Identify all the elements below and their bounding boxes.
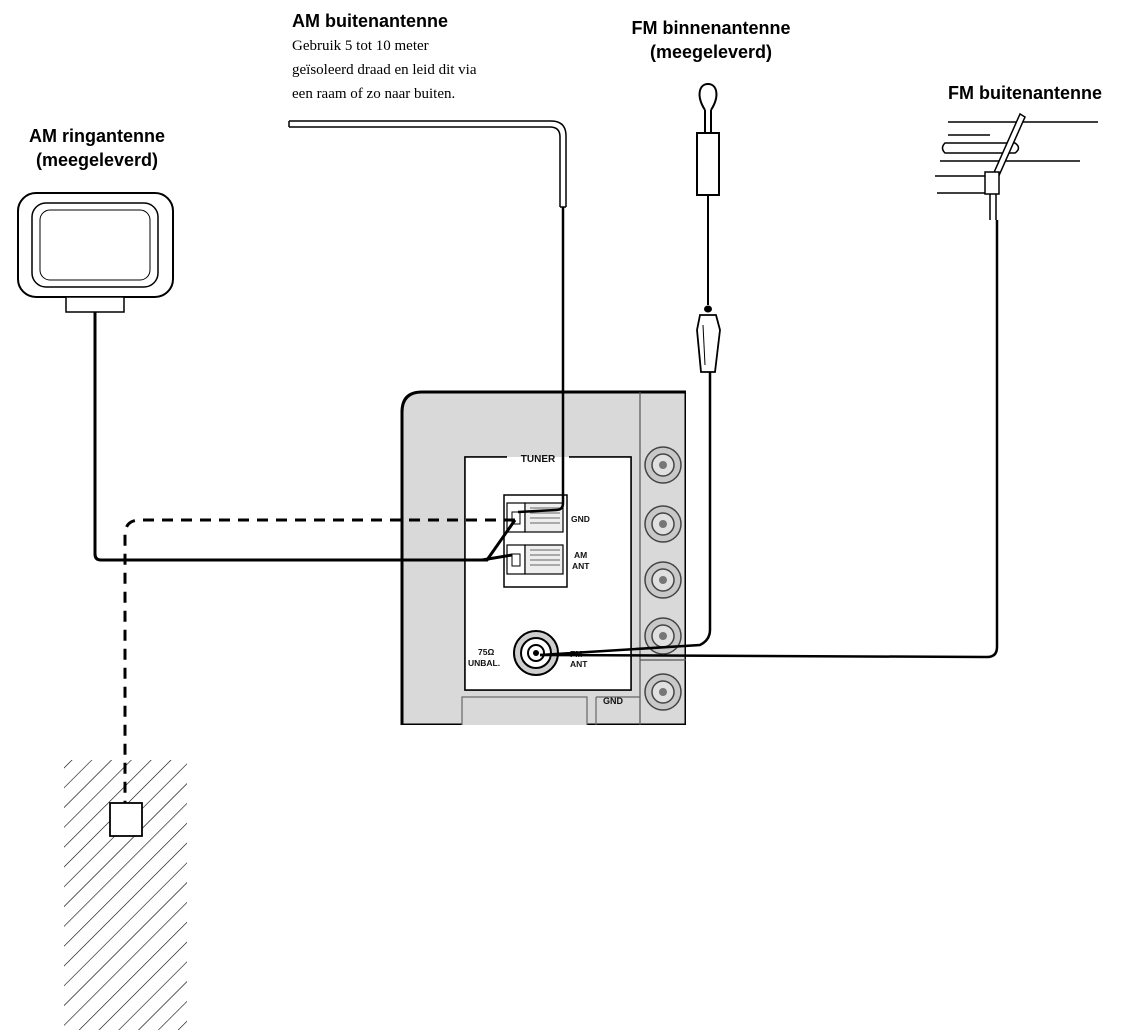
am-loop-antenna bbox=[17, 192, 174, 313]
impedance-label-line2: UNBAL. bbox=[468, 658, 500, 668]
rca-jack bbox=[644, 446, 682, 484]
gnd-label-lower: GND bbox=[603, 696, 624, 706]
tuner-label: TUNER bbox=[521, 454, 556, 465]
am-loop-wire-2 bbox=[481, 553, 513, 562]
fm-coax-jack bbox=[513, 630, 559, 676]
ground-wire-dashed bbox=[123, 518, 515, 803]
fm-indoor-antenna bbox=[539, 82, 721, 657]
rca-jack-column bbox=[639, 392, 686, 725]
am-ant-label-line1: AM bbox=[574, 550, 587, 560]
impedance-label-line1: 75Ω bbox=[478, 647, 494, 657]
fm-indoor-title-line2: (meegeleverd) bbox=[650, 42, 772, 62]
rca-jack bbox=[644, 617, 682, 655]
am-outdoor-desc-line2: geïsoleerd draad en leid dit via bbox=[292, 62, 477, 78]
tuner-section: TUNER GND AM ANT 75 bbox=[464, 454, 632, 691]
rca-jack bbox=[644, 673, 682, 711]
am-loop-title-line1: AM ringantenne bbox=[29, 126, 165, 146]
ground-stake bbox=[64, 760, 187, 1030]
rca-jack bbox=[644, 505, 682, 543]
fm-outdoor-title: FM buitenantenne bbox=[948, 83, 1102, 103]
am-outdoor-desc-line3: een raam of zo naar buiten. bbox=[292, 86, 455, 102]
am-loop-wire bbox=[93, 312, 517, 562]
fm-indoor-title-line1: FM binnenantenne bbox=[632, 18, 791, 38]
am-outdoor-antenna bbox=[288, 120, 567, 514]
am-outdoor-desc-line1: Gebruik 5 tot 10 meter bbox=[292, 38, 429, 54]
am-outdoor-title: AM buitenantenne bbox=[292, 11, 448, 31]
gnd-label: GND bbox=[571, 514, 590, 524]
am-ant-label-line2: ANT bbox=[572, 561, 590, 571]
rca-jack bbox=[644, 561, 682, 599]
lower-panel-section bbox=[461, 696, 588, 725]
am-loop-title-line2: (meegeleverd) bbox=[36, 150, 158, 170]
fm-outdoor-antenna bbox=[539, 112, 1098, 659]
fm-ant-label-line2: ANT bbox=[570, 659, 588, 669]
